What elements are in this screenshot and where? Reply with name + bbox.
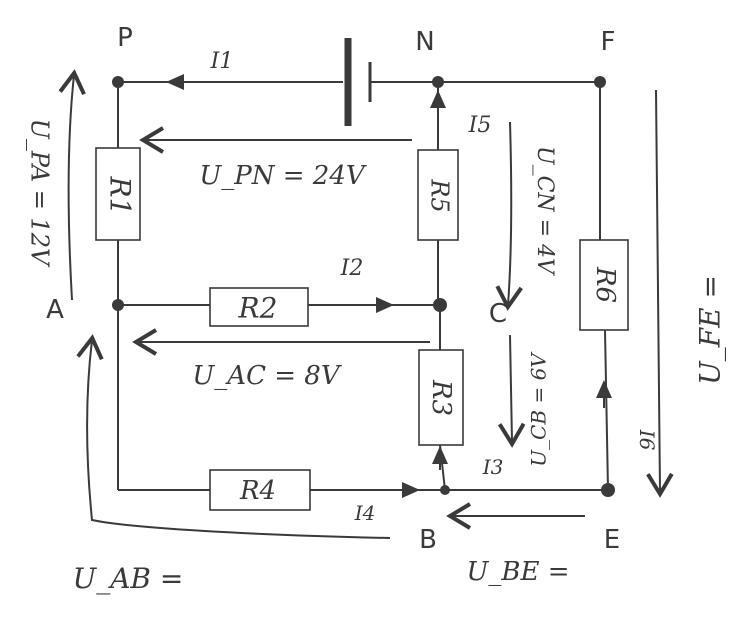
voltage-ucb-label: U_CB = 6V	[527, 351, 551, 467]
voltage-ube-label: U_BE =	[466, 557, 569, 587]
junction-b	[440, 485, 450, 495]
voltage-arrow-ucb	[497, 334, 526, 448]
current-i5-label: I5	[468, 113, 492, 138]
junction-p	[112, 76, 124, 88]
node-a-label: A	[46, 295, 64, 325]
node-p-label: P	[117, 23, 133, 53]
resistor-r3	[418, 349, 464, 446]
resistor-r4	[209, 469, 311, 511]
r5-label: R5	[426, 178, 454, 212]
current-arrows	[166, 74, 612, 498]
resistor-r6	[579, 239, 629, 331]
junction-dots	[112, 76, 615, 497]
voltage-uab-label: U_AB =	[73, 562, 184, 595]
r4-label: R4	[239, 476, 276, 506]
junction-e	[601, 483, 615, 497]
voltage-arrow-upa	[58, 69, 86, 301]
junction-n	[432, 76, 444, 88]
r2-label: R2	[238, 292, 278, 325]
current-i2-label: I2	[340, 256, 364, 281]
node-n-label: N	[415, 27, 434, 57]
current-i1-label: I1	[210, 49, 234, 74]
voltage-arrow-ucn	[495, 121, 523, 311]
resistor-r2	[209, 287, 309, 327]
resistor-boxes	[95, 147, 629, 511]
voltage-ucn-label: U_CN = 4V	[532, 146, 557, 276]
junction-a	[112, 299, 124, 311]
voltage-ufe-label: U_FE =	[694, 275, 727, 385]
voltage-arrow-uab	[76, 334, 391, 539]
resistor-r1	[95, 147, 141, 241]
node-f-label: F	[601, 27, 616, 57]
battery	[344, 38, 372, 126]
current-i3-label: I3	[482, 455, 504, 479]
r6-label: R6	[590, 266, 620, 303]
node-e-label: E	[604, 525, 620, 555]
voltage-upa-label: U_PA = 12V	[26, 119, 54, 268]
voltage-uac-label: U_AC = 8V	[192, 361, 341, 391]
resistor-r5	[417, 149, 459, 241]
voltage-upn-label: U_PN = 24V	[199, 161, 367, 191]
current-i4-label: I4	[354, 501, 376, 525]
node-c-label: C	[489, 299, 507, 329]
node-b-label: B	[419, 525, 437, 555]
current-i6-label: I6	[635, 429, 659, 451]
wire-r6-e	[604, 329, 609, 491]
voltage-arrows	[58, 69, 674, 539]
r1-label: R1	[104, 176, 137, 216]
voltage-arrow-ufe	[646, 89, 674, 498]
r3-label: R3	[426, 379, 456, 416]
junction-c	[433, 298, 447, 312]
junction-f	[594, 76, 606, 88]
